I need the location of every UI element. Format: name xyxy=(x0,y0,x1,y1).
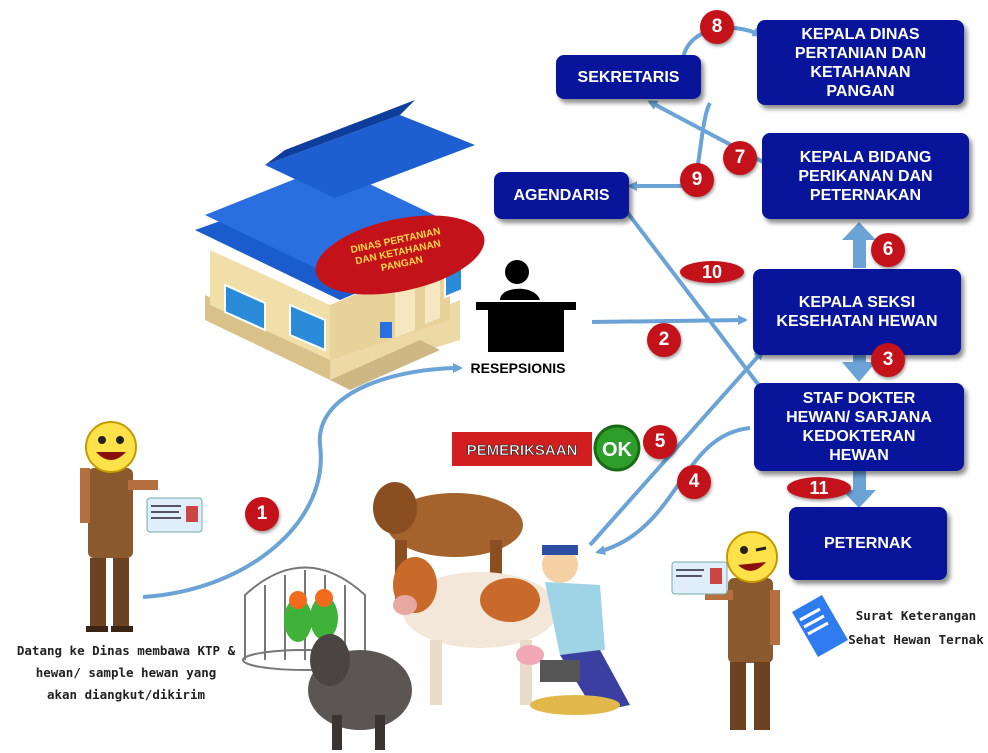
step-10: 10 xyxy=(680,261,744,283)
arrow-5-vet-to-kasi xyxy=(588,349,764,547)
receptionist-icon xyxy=(476,260,576,352)
arrow-2-resepsionis-to-kasi xyxy=(591,315,748,326)
pemeriksaan-label: PEMERIKSAAN xyxy=(467,442,578,459)
sheep xyxy=(308,634,412,750)
document-icon xyxy=(792,595,848,657)
ktp-card-right xyxy=(671,561,728,595)
step-7: 7 xyxy=(723,141,757,175)
arrow-11-staf-to-peternak xyxy=(842,470,876,508)
veterinarian xyxy=(540,545,630,712)
pemeriksaan-banner xyxy=(452,432,592,466)
building-sign-ellipse xyxy=(315,215,485,295)
resepsionis-label: RESEPSIONIS xyxy=(471,360,566,376)
arrow-6-kasi-to-kabid xyxy=(842,222,876,268)
step-11: 11 xyxy=(787,477,851,499)
block-arrows xyxy=(842,222,876,508)
spotted-cow xyxy=(393,557,558,705)
step-3: 3 xyxy=(871,343,905,377)
box-kepala-bidang: KEPALA BIDANG PERIKANAN DAN PETERNAKAN xyxy=(762,133,969,219)
caption-left: Datang ke Dinas membawa KTP & hewan/ sam… xyxy=(16,643,236,702)
box-agendaris: AGENDARIS xyxy=(494,172,629,219)
ok-label: OK xyxy=(602,439,633,461)
farmer-right xyxy=(705,531,780,730)
step-6: 6 xyxy=(871,233,905,267)
step-2: 2 xyxy=(647,323,681,357)
box-kepala-dinas: KEPALA DINAS PERTANIAN DAN KETAHANAN PAN… xyxy=(757,20,964,105)
box-kepala-seksi: KEPALA SEKSI KESEHATAN HEWAN xyxy=(753,269,961,355)
step-1: 1 xyxy=(245,497,279,531)
arrow-3-kasi-to-staf xyxy=(842,342,876,382)
arrow-1-visitor-to-resepsionis xyxy=(142,363,463,599)
arrow-10-agendaris-to-staf xyxy=(625,210,772,403)
box-sekretaris: SEKRETARIS xyxy=(556,55,701,99)
caption-right: Surat Keterangan Sehat Hewan Ternak xyxy=(848,608,984,647)
farmer-left xyxy=(80,421,158,632)
box-peternak: PETERNAK xyxy=(789,507,947,580)
step-4: 4 xyxy=(677,465,711,499)
step-8: 8 xyxy=(700,10,734,44)
hay xyxy=(530,695,620,715)
lovebirds xyxy=(284,589,338,642)
step-9: 9 xyxy=(680,163,714,197)
building-illustration xyxy=(195,100,475,390)
step-5: 5 xyxy=(643,425,677,459)
ktp-card-left xyxy=(146,497,203,533)
box-staf-dokter: STAF DOKTER HEWAN/ SARJANA KEDOKTERAN HE… xyxy=(754,383,964,471)
ok-badge xyxy=(593,424,641,472)
